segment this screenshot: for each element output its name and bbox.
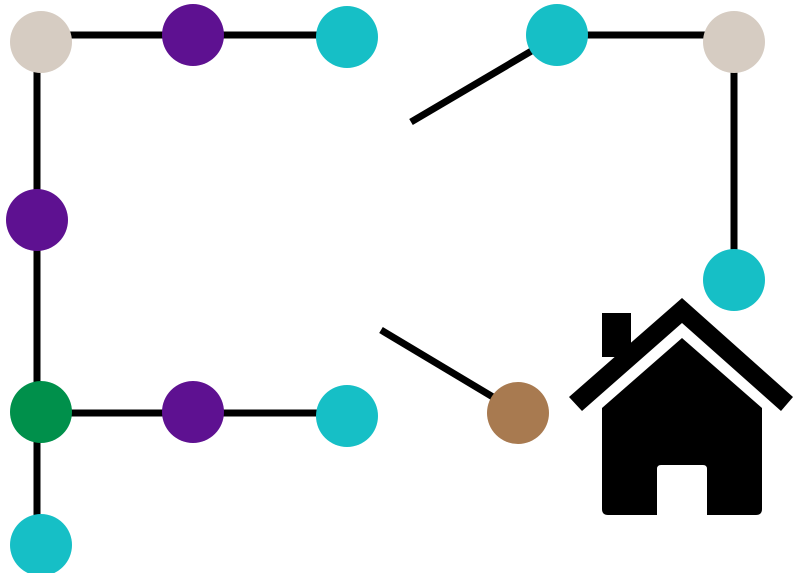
node-cyan-top-middle [316, 6, 378, 68]
node-purple-top [162, 4, 224, 66]
node-cyan-bottom-left [10, 514, 72, 573]
house-roof [569, 298, 793, 411]
node-beige-top-right [703, 11, 765, 73]
node-brown [487, 382, 549, 444]
nodes [6, 4, 765, 573]
house-icon [569, 298, 793, 515]
node-cyan-bottom-middle [316, 385, 378, 447]
node-cyan-top-right [526, 4, 588, 66]
node-purple-left [6, 189, 68, 251]
node-cyan-right [703, 249, 765, 311]
node-purple-bottom [162, 381, 224, 443]
house-body [602, 338, 762, 515]
node-beige-top-left [10, 11, 72, 73]
node-green-left [10, 381, 72, 443]
